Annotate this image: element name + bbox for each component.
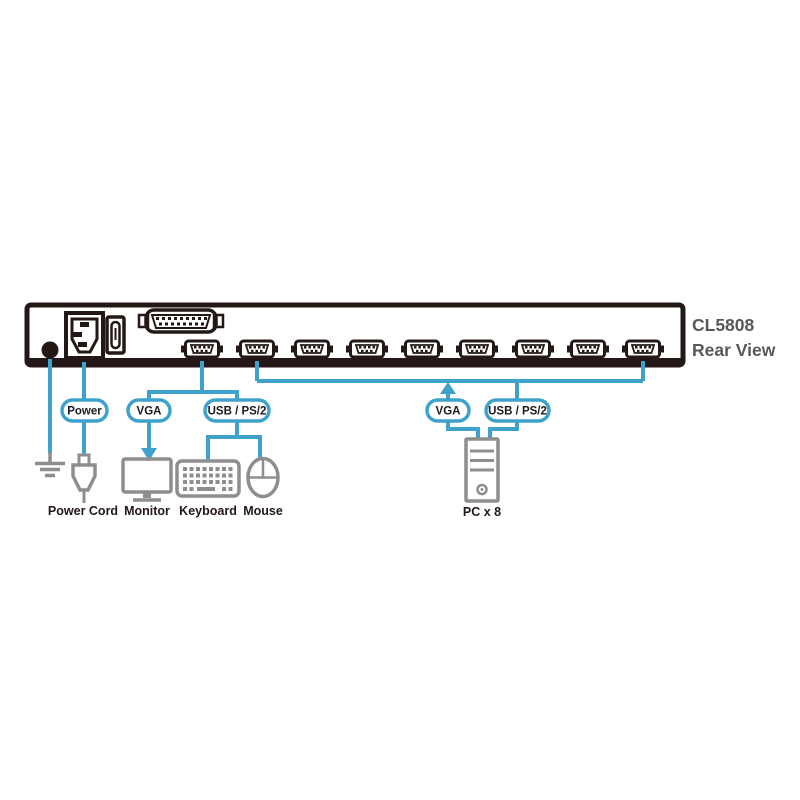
peripheral-icons [35, 437, 500, 503]
pc-vga-label-pill: VGA [425, 398, 471, 423]
pc-vga-label: VGA [436, 406, 461, 418]
keyboard-caption: Keyboard [179, 504, 237, 518]
console-vga-arrow-icon [141, 448, 157, 461]
kvm-port-row [179, 339, 666, 359]
console-usb-cable-split [206, 420, 262, 462]
diagram-title: CL5808 Rear View [692, 315, 776, 360]
console-vga-label: VGA [137, 406, 162, 418]
power-socket-icon [64, 311, 105, 360]
rear-panel-bottom-edge [29, 358, 681, 366]
captions: Power Cord Monitor Keyboard Mouse PC x 8 [48, 504, 501, 519]
mouse-caption: Mouse [243, 504, 283, 518]
pc-bus-cable [255, 361, 645, 383]
vga-port-icon [510, 339, 556, 359]
grounding-terminal-icon [41, 341, 59, 359]
console-usb-label: USB / PS/2 [208, 406, 267, 418]
keyboard-icon [175, 459, 241, 498]
vga-port-icon [399, 339, 445, 359]
console-connector-pins [156, 317, 207, 326]
power-plug-icon [71, 453, 97, 503]
console-usb-label-pill: USB / PS/2 [203, 398, 271, 423]
ground-symbol-icon [35, 452, 65, 478]
monitor-caption: Monitor [124, 504, 170, 518]
pc-vga-link-cable [446, 420, 480, 440]
vga-port-icon [289, 339, 335, 359]
power-switch-icon [105, 315, 126, 355]
keyboard-keys [183, 467, 233, 491]
vga-port-icon [234, 339, 280, 359]
console-port-connector-icon [137, 308, 225, 334]
view-title: Rear View [692, 340, 776, 360]
pc-usb-label-pill: USB / PS/2 [484, 398, 551, 423]
kvm-switch-rear-panel [24, 302, 686, 368]
pc-usb-link-cable [488, 420, 519, 440]
console-vga-label-pill: VGA [126, 398, 172, 423]
vga-port-icon [620, 339, 666, 359]
vga-port-icon [344, 339, 390, 359]
console-cable-split [147, 361, 239, 402]
vga-port-icon [179, 339, 225, 359]
power-label: Power [67, 406, 102, 418]
power-label-pill: Power [60, 398, 109, 423]
monitor-icon [121, 457, 173, 502]
model-title: CL5808 [692, 315, 755, 335]
cable-labels: Power VGA USB / PS/2 VGA USB / PS/2 [60, 398, 551, 423]
vga-port-icon [565, 339, 611, 359]
vga-port-icon [454, 339, 500, 359]
pc-usb-label: USB / PS/2 [488, 406, 547, 418]
mouse-icon [246, 456, 280, 499]
pc-tower-icon [464, 437, 500, 503]
pc-caption: PC x 8 [463, 505, 501, 519]
power-cord-caption: Power Cord [48, 504, 118, 518]
pc-vga-arrow-icon [440, 382, 456, 394]
